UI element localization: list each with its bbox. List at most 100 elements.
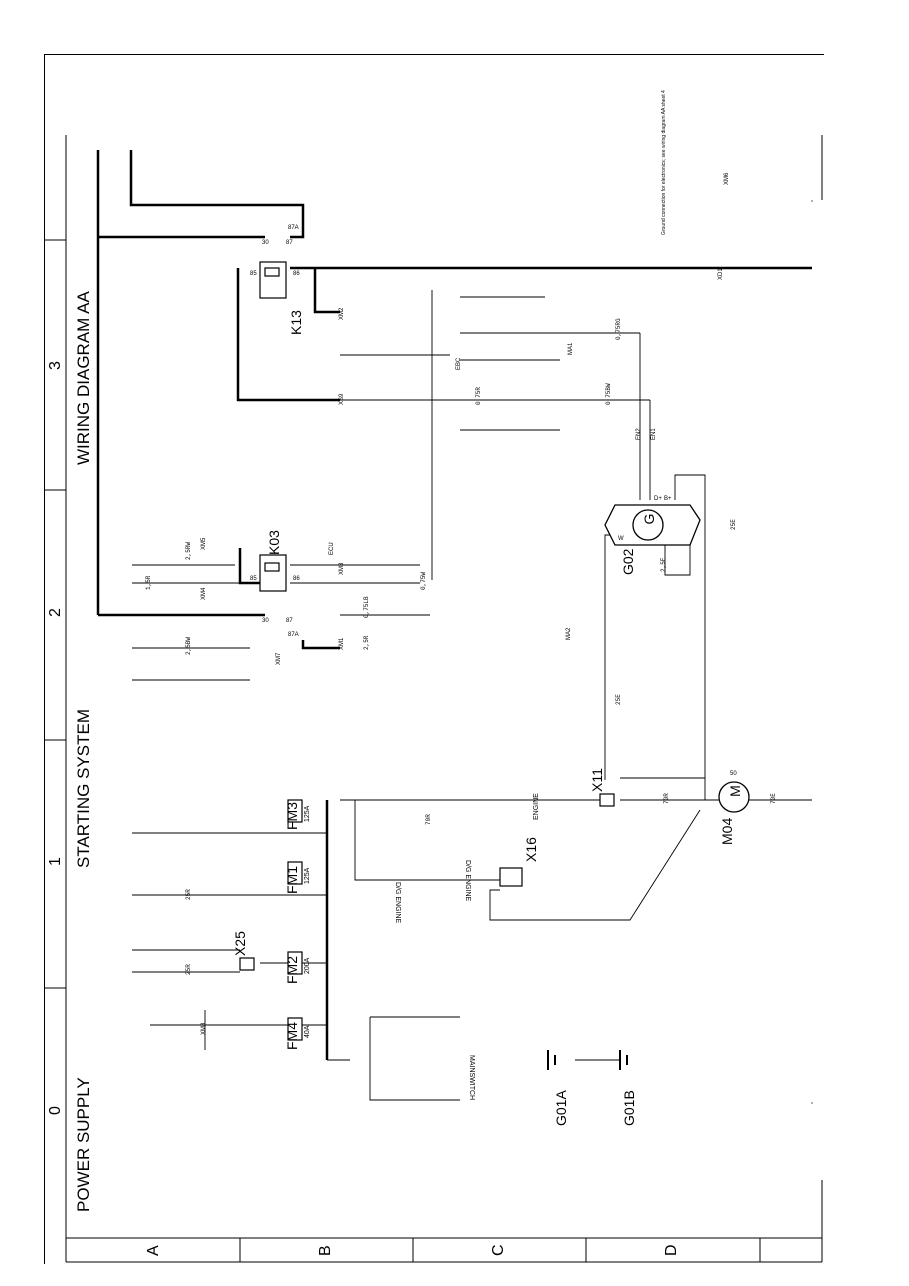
x16-feed bbox=[354, 800, 500, 881]
ref-ma2: MA2 bbox=[566, 627, 572, 640]
k13-coil bbox=[264, 267, 280, 277]
sheet-left-border bbox=[44, 54, 45, 1264]
x11-label: X11 bbox=[589, 768, 605, 792]
k03-coil bbox=[264, 562, 280, 572]
fm4-fuse bbox=[287, 1017, 303, 1041]
m04-symbol: M bbox=[727, 785, 743, 797]
k03-pin-30: 30 bbox=[262, 618, 269, 624]
g02-bplus-to-m04 bbox=[674, 474, 706, 800]
x25-connector bbox=[239, 957, 255, 971]
row-label-c: C bbox=[490, 1244, 507, 1256]
fm4-rating: 40A bbox=[304, 1025, 311, 1038]
note-block: Ground connection for electronics; see w… bbox=[661, 90, 667, 235]
k13-pin-30: 30 bbox=[262, 240, 269, 246]
k13-pin-87: 87 bbox=[286, 240, 293, 246]
x16-to-m04 bbox=[489, 809, 701, 921]
fm1-label: FM1 bbox=[284, 866, 300, 894]
note-mainswitch: MAINSWITCH bbox=[468, 1055, 475, 1100]
row-label-d: D bbox=[663, 1244, 680, 1256]
wire-label-25e-2: 25E bbox=[730, 519, 737, 530]
row-label-b: B bbox=[317, 1245, 334, 1256]
m04-symbol-circle bbox=[718, 781, 750, 813]
g01b-label: G01B bbox=[621, 1090, 637, 1126]
g02-symbol: G bbox=[641, 514, 657, 525]
fm1-rating: 125A bbox=[304, 867, 311, 884]
note-engine-lower: D/G ENGINE bbox=[464, 860, 471, 902]
fm3-label: FM3 bbox=[284, 802, 300, 830]
g02-pin-bplus: B+ bbox=[664, 496, 672, 502]
wire-label-70e: 70E bbox=[770, 793, 777, 804]
fm2-label: FM2 bbox=[284, 956, 300, 984]
k13-relay-box bbox=[259, 261, 287, 299]
fm4-label: FM4 bbox=[284, 1022, 300, 1050]
m04-pin-50: 50 bbox=[730, 771, 737, 777]
title-wiring-diagram: WIRING DIAGRAM AA bbox=[74, 291, 93, 465]
ref-xm4: XM4 bbox=[201, 587, 207, 600]
g02-label: G02 bbox=[620, 548, 636, 575]
wire-label-0-75lb: 0,75LB bbox=[363, 596, 370, 618]
x25-label: X25 bbox=[232, 931, 248, 956]
fm1-fuse bbox=[287, 861, 303, 885]
ref-en1: EN1 bbox=[651, 428, 657, 440]
title-starting-system: STARTING SYSTEM bbox=[74, 709, 93, 868]
m04-label: M04 bbox=[719, 818, 735, 845]
g01a-label: G01A bbox=[553, 1090, 569, 1126]
col-label-3: 3 bbox=[47, 361, 64, 370]
k13-pin-86: 86 bbox=[293, 271, 300, 277]
k03-87a bbox=[301, 640, 340, 650]
wire-label-2-5bw: 2,5BW bbox=[185, 637, 192, 655]
col-label-2: 2 bbox=[47, 608, 64, 617]
ref-ecu: ECU bbox=[329, 542, 335, 555]
k03-pin-86: 86 bbox=[293, 576, 300, 582]
k03-relay-box bbox=[259, 554, 287, 592]
wire-label-25r-2: 25R bbox=[185, 964, 192, 975]
k13-coil-return bbox=[236, 268, 340, 402]
k13-branch bbox=[313, 268, 340, 314]
k13-pin-85: 85 bbox=[250, 271, 257, 277]
wire-label-25r-1: 25R bbox=[185, 889, 192, 900]
g02-pin-w: W bbox=[618, 536, 624, 542]
ref-xm2: XM2 bbox=[339, 307, 345, 320]
wire-label-70r-1: 70R bbox=[425, 814, 432, 825]
fm2-rating: 200A bbox=[304, 957, 311, 974]
wire-label-0-75bw: 0,75BW bbox=[605, 383, 612, 405]
mainswitch-wire-1 bbox=[369, 1017, 460, 1101]
k13-pin-87a: 87A bbox=[288, 225, 299, 231]
x16-label: X16 bbox=[523, 837, 539, 862]
g02-symbol-circle bbox=[632, 509, 664, 541]
wire-label-0-75rg: 0,75RG bbox=[615, 318, 622, 340]
ref-xm8: XM8 bbox=[201, 1022, 207, 1035]
k03-pin-87: 87 bbox=[286, 618, 293, 624]
wire-label-1-5r: 1,5R bbox=[145, 575, 152, 590]
ref-en2: EN2 bbox=[636, 428, 642, 440]
k13-label: K13 bbox=[288, 310, 304, 335]
ref-xm1: XM1 bbox=[339, 637, 345, 650]
wire-label-25e: 25E bbox=[615, 694, 622, 705]
col-label-1: 1 bbox=[47, 857, 64, 866]
ref-ebc: EBC bbox=[456, 357, 462, 370]
wire-label-2-5e: 2,5E bbox=[660, 557, 667, 572]
wire-label-2-5rw: 2,5RW bbox=[185, 542, 192, 560]
k03-pin-85: 85 bbox=[250, 576, 257, 582]
ref-xm7: XM7 bbox=[276, 652, 282, 665]
note-engine-mirrored: D/G ENGINE bbox=[394, 882, 401, 924]
wire-label-0-75r: 0,75R bbox=[475, 387, 482, 405]
ref-xm5: XM5 bbox=[201, 537, 207, 550]
fm3-fuse bbox=[287, 799, 303, 823]
note-engine: ENGINE bbox=[533, 793, 540, 820]
wire-label-2-5r: 2,5R bbox=[363, 635, 370, 650]
x11-connector bbox=[599, 793, 615, 807]
sheet-top-border bbox=[44, 54, 824, 55]
row-label-a: A bbox=[145, 1245, 162, 1256]
g02-pin-dplus: D+ bbox=[654, 496, 662, 502]
ref-xs9: XS9 bbox=[339, 393, 345, 405]
fm3-rating: 125A bbox=[304, 805, 311, 822]
k13-87a-loop bbox=[129, 150, 305, 239]
title-power-supply: POWER SUPPLY bbox=[74, 1077, 93, 1212]
fm2-fuse bbox=[287, 951, 303, 975]
col-label-0: 0 bbox=[47, 1106, 64, 1115]
ref-xm6: XM6 bbox=[724, 172, 730, 185]
g02-ground-loop bbox=[664, 530, 691, 576]
